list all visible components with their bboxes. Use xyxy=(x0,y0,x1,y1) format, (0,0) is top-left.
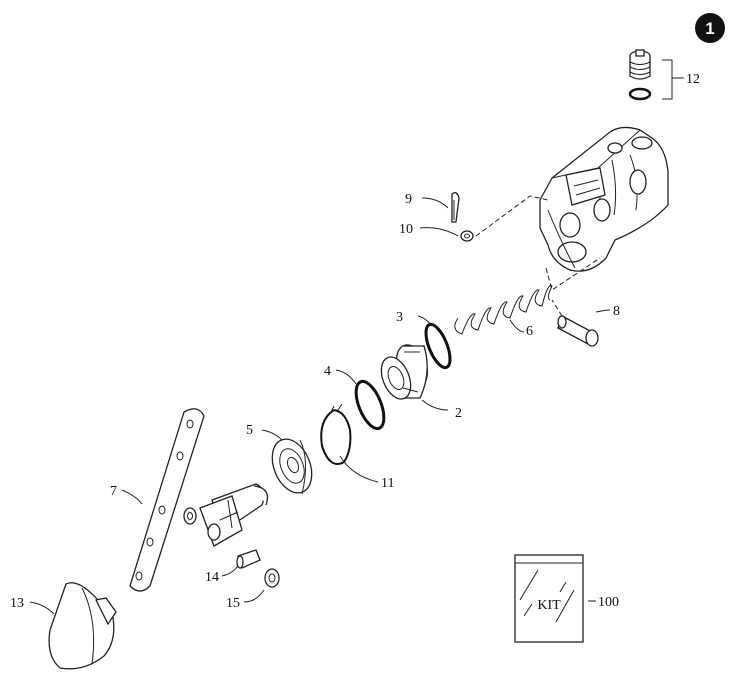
part-8-pin xyxy=(557,315,599,347)
part-15-clip xyxy=(264,568,280,588)
kit-bag-label: KIT xyxy=(537,598,561,613)
part-100-kit-bag: KIT xyxy=(514,554,584,643)
part-12-plug xyxy=(629,49,651,80)
callout-10: 10 xyxy=(399,222,413,237)
callout-15: 15 xyxy=(226,596,240,611)
callout-12: 12 xyxy=(686,72,700,87)
callout-2: 2 xyxy=(455,406,462,421)
figure-number: 1 xyxy=(705,19,714,38)
part-13-pedal-pad xyxy=(48,582,117,670)
clip-small xyxy=(183,507,197,525)
part-6-spring xyxy=(454,284,553,335)
part-5-boot xyxy=(271,438,313,495)
callout-9: 9 xyxy=(405,192,412,207)
callout-8: 8 xyxy=(613,304,620,319)
leader-lines xyxy=(29,197,611,615)
callout-11: 11 xyxy=(381,476,394,491)
part-3-o-ring xyxy=(424,322,452,370)
part-4-o-ring xyxy=(354,379,386,431)
part-14-pin xyxy=(236,549,261,569)
callout-13: 13 xyxy=(10,596,24,611)
callout-labels: 2 3 4 5 6 7 8 9 10 11 12 13 14 15 100 xyxy=(10,72,700,611)
figure-number-badge: 1 xyxy=(695,13,725,43)
push-rod-clevis xyxy=(199,483,269,547)
part-9-cotter-pin xyxy=(451,192,460,223)
callout-5: 5 xyxy=(246,423,253,438)
callout-6: 6 xyxy=(526,324,533,339)
callout-14: 14 xyxy=(205,570,219,585)
part-11-snap-ring xyxy=(320,403,352,465)
part-10-clip xyxy=(460,230,474,242)
callout-100: 100 xyxy=(598,595,619,610)
callout-4: 4 xyxy=(324,364,331,379)
part-2-piston xyxy=(380,344,429,400)
callout-7: 7 xyxy=(110,484,117,499)
callout-3: 3 xyxy=(396,310,403,325)
housing xyxy=(539,126,669,272)
part-12-o-ring xyxy=(628,87,652,101)
part-7-link-bar xyxy=(129,408,205,592)
